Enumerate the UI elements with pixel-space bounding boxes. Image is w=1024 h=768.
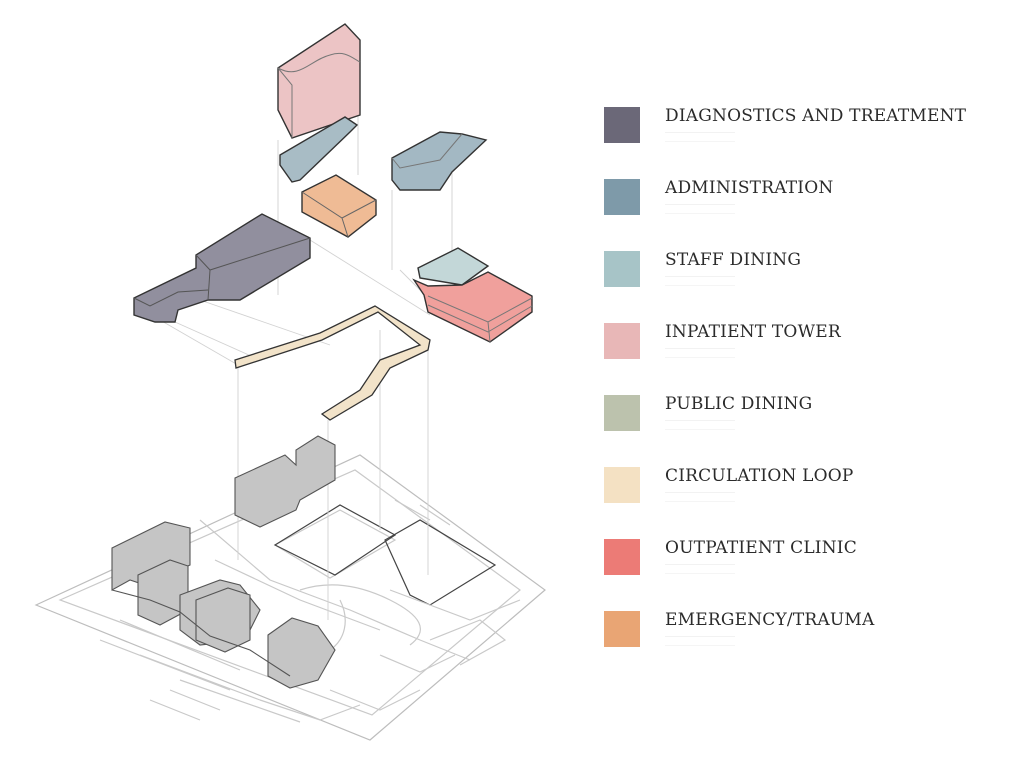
administration-block-1 — [279, 116, 359, 183]
legend-item-diagnostics: DIAGNOSTICS AND TREATMENT — [604, 104, 1014, 176]
swatch-administration — [604, 179, 640, 215]
swatch-circulation-loop — [604, 467, 640, 503]
emergency-trauma-block — [301, 174, 377, 238]
swatch-emergency-trauma — [604, 611, 640, 647]
administration-block-2 — [391, 131, 488, 191]
legend-item-administration: ADMINISTRATION — [604, 176, 1014, 248]
swatch-staff-dining — [604, 251, 640, 287]
legend-item-public-dining: PUBLIC DINING — [604, 392, 1014, 464]
swatch-inpatient-tower — [604, 323, 640, 359]
legend-faint-subtext — [665, 348, 735, 358]
legend-label: DIAGNOSTICS AND TREATMENT — [665, 106, 967, 126]
swatch-public-dining — [604, 395, 640, 431]
legend-label: STAFF DINING — [665, 250, 802, 270]
swatch-outpatient-clinic — [604, 539, 640, 575]
legend-faint-subtext — [665, 204, 735, 214]
legend-label: OUTPATIENT CLINIC — [665, 538, 857, 558]
legend-label: EMERGENCY/TRAUMA — [665, 610, 875, 630]
legend-item-emergency-trauma: EMERGENCY/TRAUMA — [604, 608, 1014, 680]
legend-label: ADMINISTRATION — [665, 178, 834, 198]
inpatient-tower-block — [277, 23, 361, 139]
legend-faint-subtext — [665, 420, 735, 430]
legend-faint-subtext — [665, 564, 735, 574]
staff-dining-block — [417, 247, 490, 286]
swatch-diagnostics — [604, 107, 640, 143]
diagnostics-treatment-block — [133, 213, 311, 323]
legend-faint-subtext — [665, 636, 735, 646]
existing-buildings — [111, 435, 336, 689]
axonometric-drawing — [34, 23, 546, 741]
legend-item-outpatient-clinic: OUTPATIENT CLINIC — [604, 536, 1014, 608]
legend-label: PUBLIC DINING — [665, 394, 813, 414]
legend-faint-subtext — [665, 132, 735, 142]
legend: DIAGNOSTICS AND TREATMENT ADMINISTRATION… — [604, 104, 1014, 680]
legend-label: CIRCULATION LOOP — [665, 466, 854, 486]
legend-item-staff-dining: STAFF DINING — [604, 248, 1014, 320]
legend-item-circulation-loop: CIRCULATION LOOP — [604, 464, 1014, 536]
legend-faint-subtext — [665, 492, 735, 502]
legend-faint-subtext — [665, 276, 735, 286]
legend-item-inpatient-tower: INPATIENT TOWER — [604, 320, 1014, 392]
outpatient-clinic-block — [412, 271, 533, 343]
legend-label: INPATIENT TOWER — [665, 322, 841, 342]
circulation-loop-path — [234, 305, 431, 421]
